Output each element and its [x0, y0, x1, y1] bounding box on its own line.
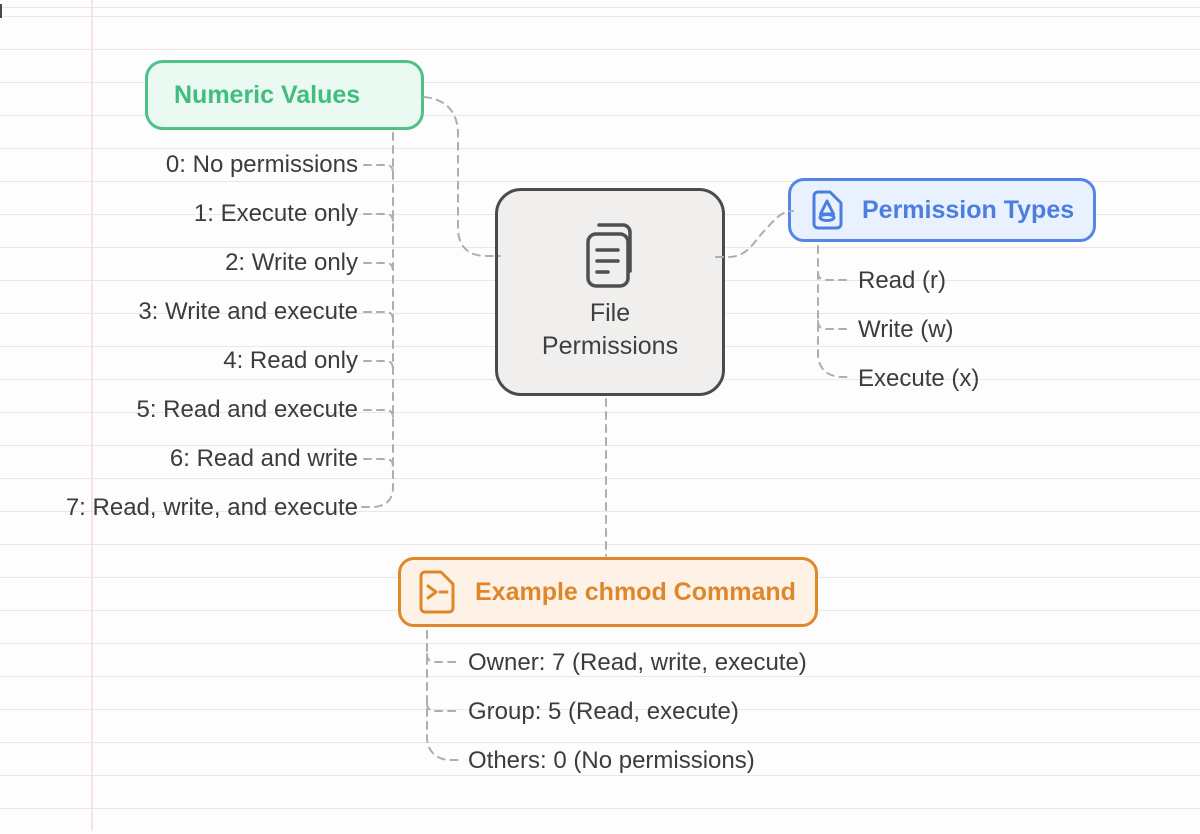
list-item[interactable]: Execute (x)	[858, 365, 980, 392]
central-title-line: Permissions	[541, 331, 679, 360]
list-item[interactable]: Others: 0 (No permissions)	[468, 747, 755, 774]
edge-numeric-branch	[363, 164, 394, 174]
chmod-example-node[interactable]: Example chmod Command	[398, 557, 818, 627]
edge-central-to-permissions	[715, 210, 794, 258]
edge-numeric-trunk	[361, 132, 394, 508]
file-permissions-node[interactable]: File Permissions	[495, 188, 725, 396]
list-item[interactable]: 2: Write only	[225, 249, 358, 276]
chmod-example-title: Example chmod Command	[475, 577, 796, 606]
list-item[interactable]: Group: 5 (Read, execute)	[468, 698, 739, 725]
edge-numeric-branch	[363, 262, 394, 272]
edge-numeric-branch	[363, 360, 394, 370]
edge-numeric-branch	[363, 458, 394, 468]
list-item[interactable]: 1: Execute only	[193, 200, 358, 227]
central-title-line: File	[589, 298, 631, 327]
edge-permissions-branch	[817, 320, 849, 330]
edge-chmod-branch	[426, 702, 457, 712]
edge-permissions-branch	[817, 271, 849, 281]
edge-numeric-branch	[363, 409, 394, 419]
terminal-script-icon	[419, 570, 455, 614]
list-item[interactable]: 6: Read and write	[169, 445, 358, 472]
numeric-values-node[interactable]: Numeric Values	[145, 60, 424, 130]
edge-permissions-trunk	[817, 245, 850, 378]
list-item[interactable]: 4: Read only	[223, 347, 358, 374]
chmod-example-list: Owner: 7 (Read, write, execute) Group: 5…	[468, 638, 807, 785]
edge-numeric-to-central	[423, 96, 501, 257]
list-item[interactable]: Read (r)	[858, 267, 947, 294]
numeric-values-title: Numeric Values	[174, 80, 361, 109]
file-triangle-icon	[812, 190, 843, 230]
list-item[interactable]: Write (w)	[858, 316, 954, 343]
documents-icon	[586, 222, 632, 288]
list-item[interactable]: 7: Read, write, and execute	[65, 494, 358, 521]
permission-types-node[interactable]: Permission Types	[788, 178, 1096, 242]
list-item[interactable]: 3: Write and execute	[138, 298, 358, 325]
list-item[interactable]: Owner: 7 (Read, write, execute)	[468, 649, 807, 676]
permission-types-list: Read (r) Write (w) Execute (x)	[858, 256, 979, 403]
edge-chmod-branch	[426, 653, 457, 663]
corner-tick	[0, 4, 2, 18]
notebook-margin-line	[91, 0, 93, 831]
edge-numeric-branch	[363, 311, 394, 321]
edge-numeric-branch	[363, 213, 394, 223]
numeric-values-list: 0: No permissions 1: Execute only 2: Wri…	[0, 140, 358, 532]
edge-chmod-trunk	[426, 630, 459, 761]
list-item[interactable]: 5: Read and execute	[136, 396, 359, 423]
list-item[interactable]: 0: No permissions	[165, 151, 358, 178]
permission-types-title: Permission Types	[862, 195, 1075, 224]
